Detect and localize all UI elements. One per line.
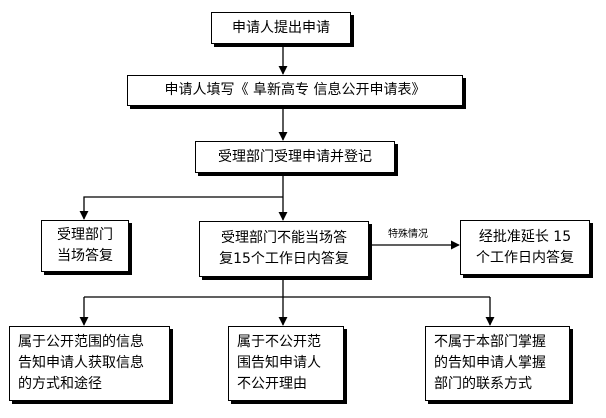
node-reply-15-days: 受理部门不能当场答 复15个工作日内答复 [199, 221, 369, 277]
node-not-mastered: 不属于本部门掌握 的告知申请人掌握 部门的联系方式 [425, 326, 570, 401]
node-register: 受理部门受理申请并登记 [195, 141, 395, 173]
arrow-to-reply-on-site [79, 196, 283, 220]
node-public-scope: 属于公开范围的信息 告知申请人获取信息 的方式和途径 [9, 326, 170, 401]
edge-label-special-case: 特殊情况 [388, 229, 428, 240]
node-not-public: 属于不公开范 围告知申请人 不公开理由 [228, 326, 344, 401]
node-apply: 申请人提出申请 [211, 12, 351, 44]
node-extended: 经批准延长 15 个工作日内答复 [460, 220, 590, 275]
node-fill-form: 申请人填写《 阜新高专 信息公开申请表》 [127, 75, 463, 106]
node-reply-on-site: 受理部门 当场答复 [41, 220, 129, 272]
